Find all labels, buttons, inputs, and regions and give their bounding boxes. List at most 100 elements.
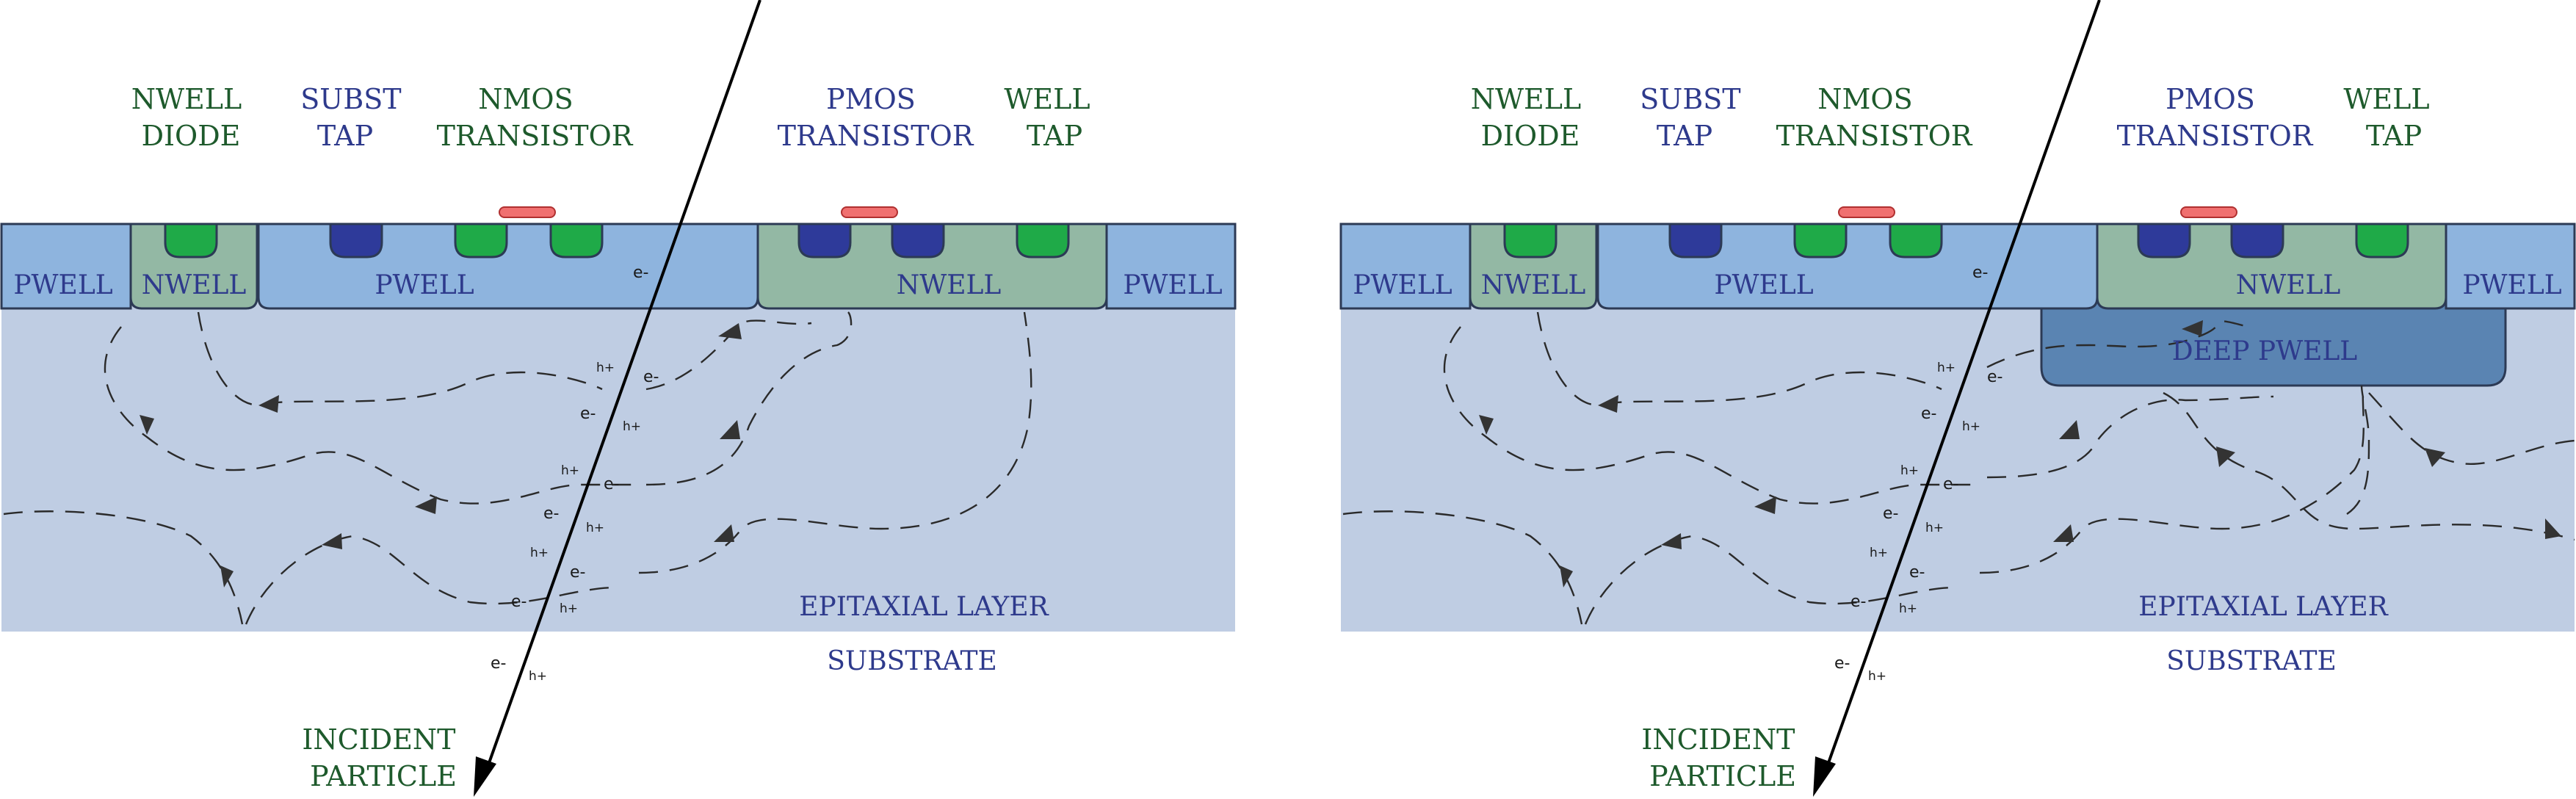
electron-label: e- [1850, 593, 1866, 611]
flow-arrowhead [2182, 320, 2203, 336]
pmos-gate [2180, 206, 2237, 218]
electron-label: e- [491, 654, 506, 673]
deep-pwell-region [2040, 296, 2507, 387]
n-diffusion [164, 223, 218, 258]
charge-path [245, 535, 618, 625]
charge-path [1584, 535, 1957, 625]
hole-label: h+ [586, 521, 604, 535]
charge-path [638, 311, 1032, 574]
p-diffusion [797, 223, 852, 258]
p-diffusion [2137, 223, 2191, 258]
electron-label: e- [570, 563, 585, 582]
charge-path [1979, 385, 2365, 574]
nwell-label: NWELL [1481, 270, 1586, 300]
pwell-label: PWELL [13, 270, 112, 300]
charge-path [1986, 395, 2274, 479]
flow-arrowhead [220, 565, 234, 588]
pwell-right-edge [1105, 223, 1237, 310]
n-diffusion [1793, 223, 1848, 258]
n-diffusion [2355, 223, 2409, 258]
flow-arrowhead [2216, 446, 2235, 467]
hole-label: h+ [1868, 669, 1886, 684]
electron-label: e- [1834, 654, 1850, 673]
charge-path [1986, 320, 2248, 369]
electron-label: e- [543, 505, 559, 523]
well-tap-label: WELL TAP [1004, 83, 1099, 152]
charge-path [2163, 391, 2575, 541]
electron-label: e- [1909, 563, 1925, 582]
hole-label: h+ [1900, 463, 1919, 478]
hole-label: h+ [560, 601, 578, 616]
electron-label: e- [1972, 264, 1988, 282]
charge-path [104, 326, 639, 505]
flow-arrowhead [322, 533, 342, 549]
charge-path [1536, 311, 1942, 406]
flow-arrowhead [1598, 395, 1618, 413]
hole-label: h+ [530, 546, 549, 560]
nmos-transistor-label: NMOS TRANSISTOR [1776, 83, 1973, 152]
epitaxial-label: EPITAXIAL LAYER [2138, 592, 2388, 622]
pwell-label: PWELL [1353, 270, 1452, 300]
hole-label: h+ [1962, 419, 1980, 434]
flow-arrowhead [720, 420, 740, 439]
charge-path [1443, 326, 1978, 505]
hole-label: h+ [596, 361, 615, 375]
electron-label: e- [1987, 368, 2002, 386]
charge-path [3, 510, 244, 625]
nmos-gate [1838, 206, 1895, 218]
flow-arrowhead [1754, 496, 1776, 514]
substrate-label: SUBSTRATE [2166, 646, 2337, 676]
incident-particle-track [485, 0, 761, 772]
subst-tap-label: SUBST TAP [1640, 83, 1749, 152]
incident-particle-label: INCIDENT PARTICLE [1641, 723, 1803, 792]
p-diffusion [329, 223, 383, 258]
hole-label: h+ [1937, 361, 1955, 375]
flow-arrowhead [714, 524, 734, 542]
pwell-label: PWELL [2462, 270, 2561, 300]
charge-path [197, 311, 603, 406]
pwell-label: PWELL [1123, 270, 1222, 300]
electron-label: e- [1921, 405, 1936, 423]
hole-label: h+ [529, 669, 547, 684]
substrate-label: SUBSTRATE [827, 646, 997, 676]
pmos-gate [841, 206, 898, 218]
nwell-diode-region [129, 223, 258, 310]
incident-particle-arrowhead [1813, 756, 1836, 797]
hole-label: h+ [1870, 546, 1888, 560]
electron-label: e- [1943, 475, 1958, 494]
n-diffusion [549, 223, 604, 258]
hole-label: h+ [1925, 521, 1944, 535]
subst-tap-label: SUBST TAP [300, 83, 410, 152]
electron-label: e- [604, 475, 619, 494]
right-panel: PWELL NWELL PWELL NWELL PWELL DEEP PWELL… [1339, 0, 2576, 797]
charge-path [2346, 385, 2370, 515]
charge-path [645, 311, 853, 486]
nwell-label: NWELL [897, 270, 1002, 300]
incident-particle-label: INCIDENT PARTICLE [302, 723, 464, 792]
pmos-transistor-label: PMOS TRANSISTOR [778, 83, 974, 152]
flow-arrowhead [718, 323, 742, 339]
flow-arrowhead [1479, 415, 1494, 435]
n-diffusion [1503, 223, 1557, 258]
charge-path [1342, 510, 1583, 625]
flow-arrowhead [2059, 420, 2080, 439]
electron-label: e- [633, 264, 648, 282]
p-diffusion [891, 223, 945, 258]
electron-label: e- [511, 593, 527, 611]
electron-label: e- [580, 405, 596, 423]
left-panel: PWELL NWELL PWELL NWELL PWELL EPITAXIAL … [0, 0, 1237, 797]
nmos-transistor-label: NMOS TRANSISTOR [437, 83, 634, 152]
n-diffusion [1016, 223, 1070, 258]
flow-arrowhead [2545, 518, 2561, 539]
electron-label: e- [1883, 505, 1898, 523]
nmos-gate [499, 206, 556, 218]
pwell-label: PWELL [375, 270, 474, 300]
flow-arrowhead [415, 496, 437, 514]
flow-arrowhead [2053, 524, 2074, 542]
nwell-label: NWELL [142, 270, 247, 300]
flow-arrowhead [1661, 533, 1682, 549]
p-diffusion [2230, 223, 2284, 258]
pmos-transistor-label: PMOS TRANSISTOR [2117, 83, 2314, 152]
flow-arrowhead [2425, 448, 2445, 467]
